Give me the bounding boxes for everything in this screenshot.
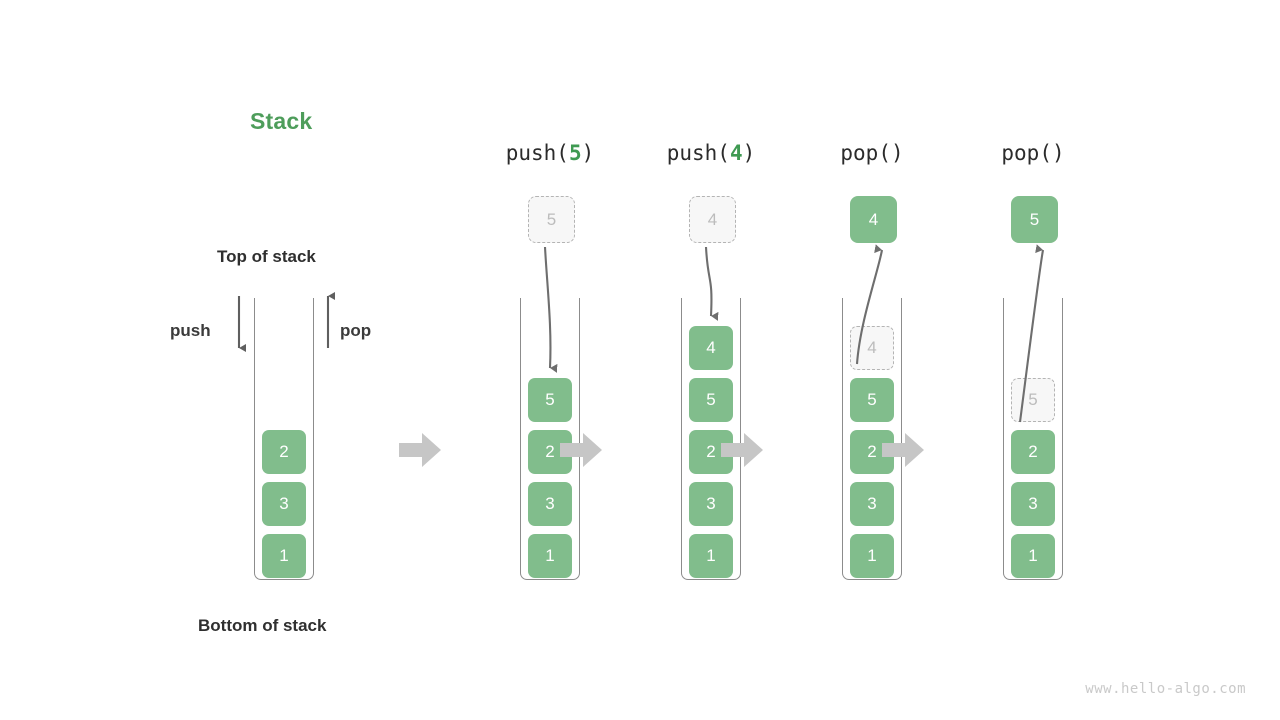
stack-cell: 3	[850, 482, 894, 526]
stack-cell: 2	[262, 430, 306, 474]
stack-container-push-4	[681, 298, 741, 580]
stack-cells-push-5: 1 3 2 5	[521, 370, 579, 578]
stack-cell-removed: 5	[1011, 378, 1055, 422]
stack-container-pop-5	[1003, 298, 1063, 580]
stack-cell: 1	[528, 534, 572, 578]
stack-cell: 1	[262, 534, 306, 578]
stack-cell: 4	[689, 326, 733, 370]
stack-container-push-5	[520, 298, 580, 580]
operation-label-pop-5: pop()	[1001, 141, 1065, 165]
stack-cell: 3	[1011, 482, 1055, 526]
bottom-of-stack-label: Bottom of stack	[198, 616, 327, 635]
stack-cell: 3	[528, 482, 572, 526]
stack-cell: 5	[689, 378, 733, 422]
stack-cell: 1	[689, 534, 733, 578]
stack-container-initial	[254, 298, 314, 580]
floating-value-box-push-4: 4	[689, 196, 736, 243]
stack-container-pop-4	[842, 298, 902, 580]
step-transition-arrow	[882, 433, 924, 467]
watermark: www.hello-algo.com	[1085, 681, 1246, 697]
top-of-stack-label: Top of stack	[217, 247, 316, 266]
pop-label: pop	[340, 321, 372, 340]
operation-argument: 5	[568, 141, 582, 165]
operation-label-push-4: push(4)	[666, 141, 756, 165]
stack-cells-pop-5: 1 3 2 5	[1004, 370, 1062, 578]
operation-label-pop-4: pop()	[840, 141, 904, 165]
floating-value-box-push-5: 5	[528, 196, 575, 243]
page-title: Stack	[250, 108, 313, 134]
stack-cell: 1	[1011, 534, 1055, 578]
floating-value-box-pop-4: 4	[850, 196, 897, 243]
stack-column-initial: 1 3 2	[224, 0, 344, 720]
stack-cells-initial: 1 3 2	[255, 422, 313, 578]
stack-cell: 3	[689, 482, 733, 526]
operation-argument: 4	[729, 141, 743, 165]
floating-value-box-pop-5: 5	[1011, 196, 1058, 243]
operation-label-push-5: push(5)	[505, 141, 595, 165]
stack-cell: 2	[1011, 430, 1055, 474]
stack-cell: 5	[850, 378, 894, 422]
stack-column-pop-5: pop() 5 1 3 2 5	[973, 0, 1093, 720]
stack-cell: 5	[528, 378, 572, 422]
step-transition-arrow	[560, 433, 602, 467]
push-label: push	[170, 321, 211, 340]
step-transition-arrow	[721, 433, 763, 467]
stack-cell-removed: 4	[850, 326, 894, 370]
step-transition-arrow	[399, 433, 441, 467]
stack-cell: 2	[528, 430, 572, 474]
stack-cell: 3	[262, 482, 306, 526]
stack-cell: 1	[850, 534, 894, 578]
